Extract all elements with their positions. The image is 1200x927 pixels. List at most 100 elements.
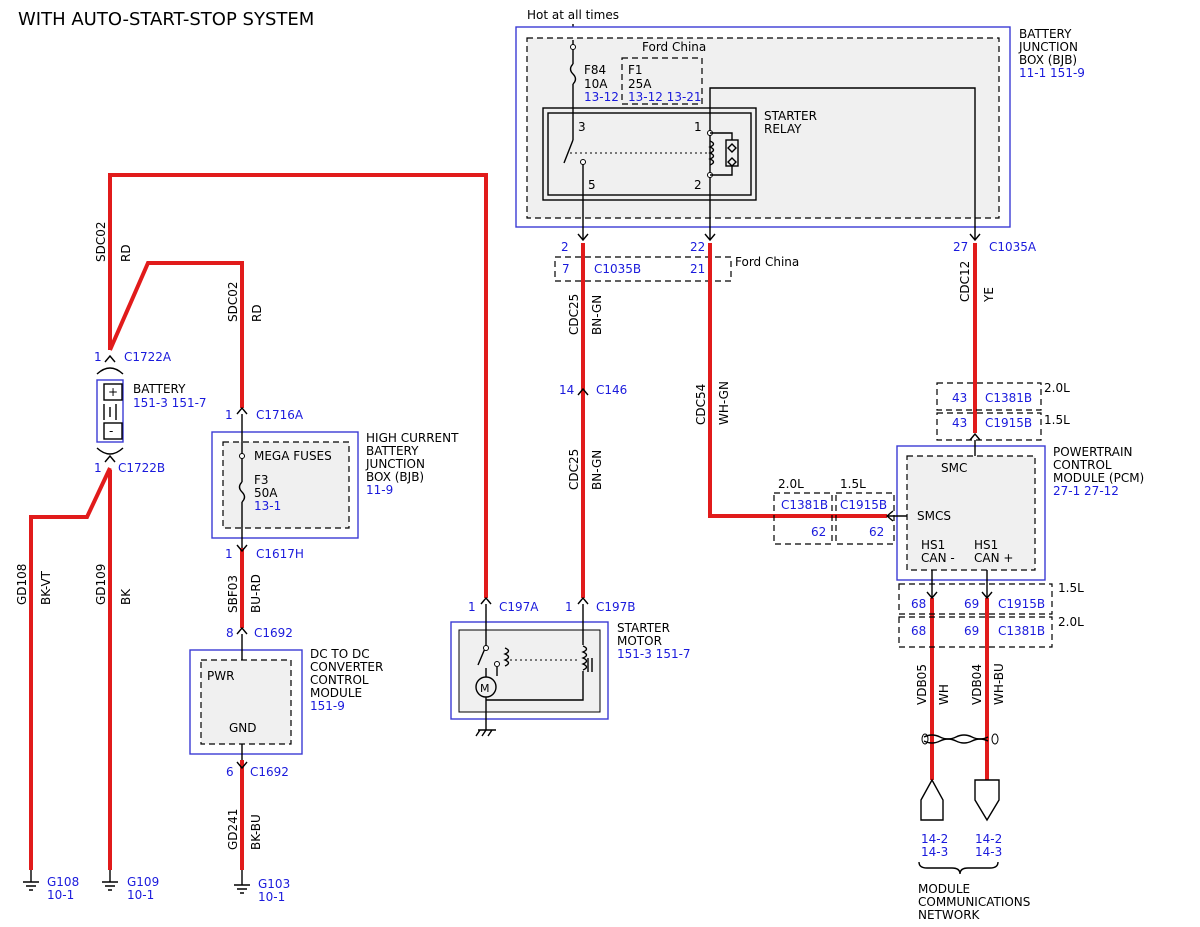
pcm-hs1-left-1: HS1 xyxy=(921,538,945,552)
starter-relay-outer xyxy=(542,107,757,201)
c1915b-bot-pin-68: 68 xyxy=(911,597,926,611)
battery-junction-box: Hot at all times BATTERY JUNCTION BOX (B… xyxy=(515,8,1085,240)
c1035a-pin-marks xyxy=(577,233,981,242)
dcdc-ref: 151-9 xyxy=(310,699,345,713)
battery-refs: 151-3 151-7 xyxy=(133,396,207,410)
c1915b-bot-frame xyxy=(898,583,1053,615)
wire-gd108 xyxy=(29,467,112,870)
net-ref-left-2: 14-3 xyxy=(921,845,948,859)
variant-2-0l-left: 2.0L xyxy=(778,477,804,491)
c1035b-pin-7: 7 xyxy=(562,262,570,276)
can-high-connector-symbol xyxy=(974,779,1000,822)
c1381b-bot-pin-68: 68 xyxy=(911,624,926,638)
c1692-top-pin: 8 xyxy=(226,626,234,640)
wire-sdc02-branch xyxy=(108,261,244,408)
diagram-title: WITH AUTO-START-STOP SYSTEM xyxy=(18,9,314,30)
ground-icon xyxy=(102,881,118,891)
hcbjb-ref: 11-9 xyxy=(366,483,393,497)
label-vdb04-color: WH-BU xyxy=(992,663,1006,705)
ground-icon xyxy=(234,884,250,894)
c1035a-name: C1035A xyxy=(989,240,1037,254)
c1381b-left-pin: 62 xyxy=(811,525,826,539)
fuse-f84-symbol xyxy=(569,63,577,85)
wire-labels: SDC02 RD SDC02 RD CDC25 BN-GN CDC25 BN-G… xyxy=(15,221,1006,850)
f1-rating: 25A xyxy=(628,77,652,91)
variant-1-5l-bot: 1.5L xyxy=(1058,581,1084,595)
relay-pin-3: 3 xyxy=(578,120,586,134)
c1617h-name: C1617H xyxy=(256,547,304,561)
variant-2-0l-top: 2.0L xyxy=(1044,381,1070,395)
c1381b-top-frame xyxy=(936,382,1042,411)
pcm-name-3: MODULE (PCM) xyxy=(1053,471,1144,485)
label-cdc25-a-color: BN-GN xyxy=(590,295,604,335)
c1381b-top-name: C1381B xyxy=(985,391,1032,405)
connector-c1035: 2 22 27 C1035A 7 C1035B 21 Ford China xyxy=(554,233,1037,282)
hot-at-all-times-label: Hot at all times xyxy=(527,8,619,22)
pcm-name-1: POWERTRAIN xyxy=(1053,445,1133,459)
wires xyxy=(29,173,989,870)
c1915b-left-pin: 62 xyxy=(869,525,884,539)
ground-icon xyxy=(23,881,39,891)
label-cdc12: CDC12 xyxy=(958,261,972,302)
c1035a-pin-27: 27 xyxy=(953,240,968,254)
c1915b-top-name: C1915B xyxy=(985,416,1032,430)
network-label-1: MODULE xyxy=(918,882,970,896)
c1381b-left-frame xyxy=(773,492,833,545)
g103-name: G103 xyxy=(258,877,290,891)
network-label-3: NETWORK xyxy=(918,908,981,922)
label-sdc02-b-color: RD xyxy=(250,304,264,322)
c1692-bot-pin: 6 xyxy=(226,765,234,779)
pcm: 43 C1381B 2.0L 43 C1915B 1.5L SMC SMCS H… xyxy=(773,381,1144,648)
net-ref-right-1: 14-2 xyxy=(975,832,1002,846)
battery-plus: + xyxy=(108,385,118,399)
c146-name: C146 xyxy=(596,383,627,397)
net-ref-right-2: 14-3 xyxy=(975,845,1002,859)
ford-china-label-c1035b: Ford China xyxy=(735,255,799,269)
ground-g109: G109 10-1 xyxy=(102,870,159,902)
relay-coil xyxy=(708,140,715,166)
f1-name: F1 xyxy=(628,63,643,77)
c197b-pin: 1 xyxy=(565,600,573,614)
dc-dc-converter: 8 C1692 PWR GND DC TO DC CONVERTER CONTR… xyxy=(189,626,383,779)
connector-c146: 14 C146 xyxy=(559,383,627,397)
dcdc-pwr: PWR xyxy=(207,669,234,683)
net-ref-left-1: 14-2 xyxy=(921,832,948,846)
hcbjb-name-4: BOX (BJB) xyxy=(366,470,424,484)
variant-1-5l-top: 1.5L xyxy=(1044,413,1070,427)
g108-ref: 10-1 xyxy=(47,888,74,902)
pcm-smcs: SMCS xyxy=(917,509,951,523)
g109-ref: 10-1 xyxy=(127,888,154,902)
label-vdb05: VDB05 xyxy=(915,664,929,705)
c197b-name: C197B xyxy=(596,600,636,614)
label-cdc12-color: YE xyxy=(982,287,996,303)
label-gd108-color: BK-VT xyxy=(39,570,53,605)
wire-cdc54 xyxy=(708,243,887,518)
f3-ref: 13-1 xyxy=(254,499,281,513)
c197a-pin: 1 xyxy=(468,600,476,614)
network-brace xyxy=(918,861,999,875)
f3-rating: 50A xyxy=(254,486,278,500)
label-sbf03: SBF03 xyxy=(226,575,240,613)
c1035a-pin-22: 22 xyxy=(690,240,705,254)
c1915b-left-frame xyxy=(835,492,895,545)
starter-name-1: STARTER xyxy=(617,621,670,635)
g103-ref: 10-1 xyxy=(258,890,285,904)
dcdc-name-3: CONTROL xyxy=(310,673,369,687)
network-label-2: COMMUNICATIONS xyxy=(918,895,1030,909)
variant-2-0l-bot: 2.0L xyxy=(1058,615,1084,629)
c1617h-pin: 1 xyxy=(225,547,233,561)
starter-relay-inner xyxy=(547,112,752,196)
label-gd108: GD108 xyxy=(15,564,29,605)
wire-sdc02-main xyxy=(108,173,488,598)
label-sdc02-b: SDC02 xyxy=(226,281,240,322)
c1915b-left-name: C1915B xyxy=(840,498,887,512)
label-cdc25-b: CDC25 xyxy=(567,449,581,490)
f3-name: F3 xyxy=(254,473,269,487)
ground-g103: G103 10-1 xyxy=(234,870,290,904)
chassis-ground-symbol xyxy=(475,729,496,737)
c1915b-bot-pin-69: 69 xyxy=(964,597,979,611)
hcbjb-name-3: JUNCTION xyxy=(365,457,425,471)
c197a-name: C197A xyxy=(499,600,539,614)
label-cdc54: CDC54 xyxy=(694,384,708,425)
